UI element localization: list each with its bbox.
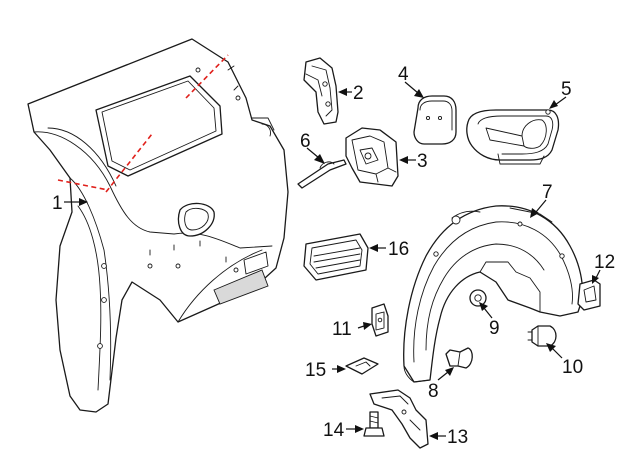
callout-5: 5	[561, 79, 572, 100]
callout-2: 2	[353, 83, 364, 104]
part-14-bolt[interactable]	[363, 411, 385, 437]
callout-14: 14	[323, 420, 345, 441]
quarter-panel[interactable]	[27, 38, 289, 413]
callout-15: 15	[305, 360, 326, 381]
callout-13: 13	[447, 427, 468, 448]
callout-8: 8	[428, 381, 439, 402]
part-5-fuel-pocket[interactable]	[466, 109, 560, 165]
callout-12: 12	[594, 252, 615, 273]
part-15-nut-clip[interactable]	[345, 357, 379, 375]
part-13-bracket[interactable]	[369, 389, 429, 449]
callout-1: 1	[52, 193, 63, 214]
callout-16: 16	[388, 239, 409, 260]
callout-3: 3	[417, 151, 428, 172]
leader-lines	[64, 81, 601, 440]
part-11-retainer[interactable]	[371, 303, 389, 337]
part-3-fuel-door-housing[interactable]	[345, 127, 399, 187]
part-10-push-pin[interactable]	[527, 325, 557, 347]
callout-7: 7	[542, 182, 553, 203]
part-9-plug[interactable]	[469, 289, 487, 307]
part-2-bracket[interactable]	[303, 57, 339, 125]
part-4-fuel-door[interactable]	[413, 95, 457, 145]
part-7-wheelhouse-liner[interactable]	[403, 205, 584, 383]
callout-4: 4	[398, 64, 409, 85]
part-8-push-pin[interactable]	[445, 347, 473, 369]
part-12-clip[interactable]	[577, 279, 601, 311]
cut-line-upper	[185, 54, 229, 99]
callout-11: 11	[332, 319, 352, 340]
cut-line-pillar	[105, 133, 153, 193]
callout-9: 9	[489, 318, 500, 339]
callout-10: 10	[562, 357, 583, 378]
callout-6: 6	[300, 131, 311, 152]
part-16-vent[interactable]	[303, 233, 369, 281]
part-6-rod[interactable]	[297, 159, 347, 189]
